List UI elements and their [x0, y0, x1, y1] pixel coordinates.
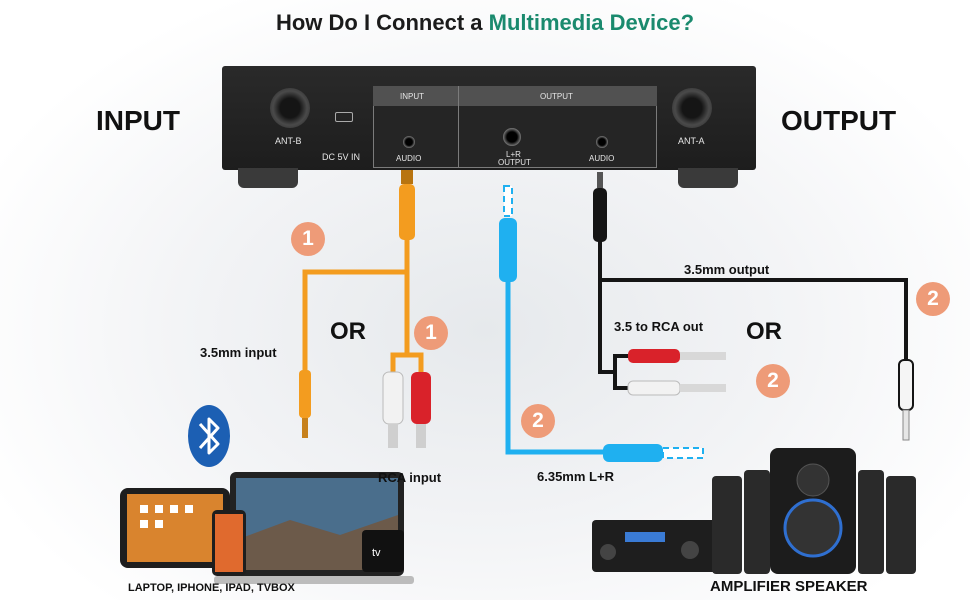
- lr-output-label: OUTPUT: [498, 158, 531, 167]
- label-635mm: 6.35mm L+R: [537, 469, 614, 484]
- ant-b-label: ANT-B: [275, 136, 302, 146]
- blue-cable: [505, 280, 605, 455]
- input-heading: INPUT: [96, 105, 180, 136]
- step-badge-1b: 1: [414, 316, 448, 350]
- rca-red-tip: [416, 424, 426, 448]
- step-badge-2a: 2: [521, 404, 555, 438]
- device-foot-left: [238, 168, 298, 188]
- caption-amplifier: AMPLIFIER SPEAKER: [710, 578, 868, 595]
- step-badge-2c: 2: [916, 282, 950, 316]
- antenna-b-connector: [270, 88, 310, 128]
- step-badge-2b: 2: [756, 364, 790, 398]
- lr-output-jack: [503, 128, 521, 146]
- label-35mm-output: 3.5mm output: [684, 262, 770, 277]
- blue-635-plug: [603, 444, 663, 462]
- orange-plug-body: [399, 184, 415, 240]
- black-35mm-plug: [898, 359, 914, 411]
- tv-box-icon: tv: [362, 530, 404, 572]
- title-prefix: How Do I Connect a: [275, 10, 489, 35]
- orange-35mm-tip: [302, 418, 308, 438]
- label-rca-out: 3.5 to RCA out: [614, 319, 704, 334]
- panel-divider: [458, 86, 459, 167]
- page-title: How Do I Connect a Multimedia Device?: [0, 10, 970, 36]
- device-foot-right: [678, 168, 738, 188]
- black-plug-tip: [597, 172, 603, 188]
- usb-c-port: [335, 112, 353, 122]
- orange-plug-tip: [401, 170, 413, 184]
- dc-label: DC 5V IN: [322, 152, 361, 162]
- audio-out-label: AUDIO: [589, 154, 615, 163]
- rca-out-white-plug: [627, 380, 681, 396]
- audio-input-jack: [403, 136, 415, 148]
- phone-icon: [212, 510, 246, 576]
- ant-a-label: ANT-A: [678, 136, 705, 146]
- orange-35mm-plug: [299, 370, 311, 418]
- rca-red-plug: [411, 372, 431, 424]
- panel-input-label: INPUT: [400, 92, 424, 101]
- label-rca-input: RCA input: [378, 470, 442, 485]
- panel-output-label: OUTPUT: [540, 92, 573, 101]
- bluetooth-icon: [188, 405, 230, 467]
- antenna-a-connector: [672, 88, 712, 128]
- black-35mm-tip: [902, 409, 910, 441]
- step-badge-1a: 1: [291, 222, 325, 256]
- rca-white-plug: [382, 371, 404, 425]
- or-label-right: OR: [746, 318, 782, 345]
- blue-plug-body: [499, 218, 517, 282]
- audio-in-label: AUDIO: [396, 154, 422, 163]
- blue-plug-tip: [503, 185, 513, 217]
- orange-cable: [302, 238, 424, 372]
- caption-devices: LAPTOP, IPHONE, IPAD, TVBOX: [128, 582, 295, 594]
- black-cable: [598, 242, 908, 390]
- rca-out-red-plug: [628, 349, 680, 363]
- blue-635-tip: [662, 447, 704, 459]
- tablet-icon: [120, 488, 230, 568]
- svg-text:tv: tv: [372, 547, 381, 559]
- rca-out-red-tip: [680, 352, 726, 360]
- or-label-left: OR: [330, 318, 366, 345]
- io-panel-header: [373, 86, 657, 106]
- label-35mm-input: 3.5mm input: [200, 345, 277, 360]
- audio-output-jack: [596, 136, 608, 148]
- speaker-icon: [712, 448, 916, 574]
- title-accent: Multimedia Device?: [488, 10, 695, 35]
- rca-white-tip: [388, 424, 398, 448]
- lr-label: L+R: [506, 150, 521, 159]
- output-heading: OUTPUT: [781, 105, 897, 136]
- black-plug-body: [593, 188, 607, 242]
- amplifier-icon: [592, 520, 722, 572]
- laptop-icon: [214, 472, 414, 584]
- rca-out-white-tip: [680, 384, 726, 392]
